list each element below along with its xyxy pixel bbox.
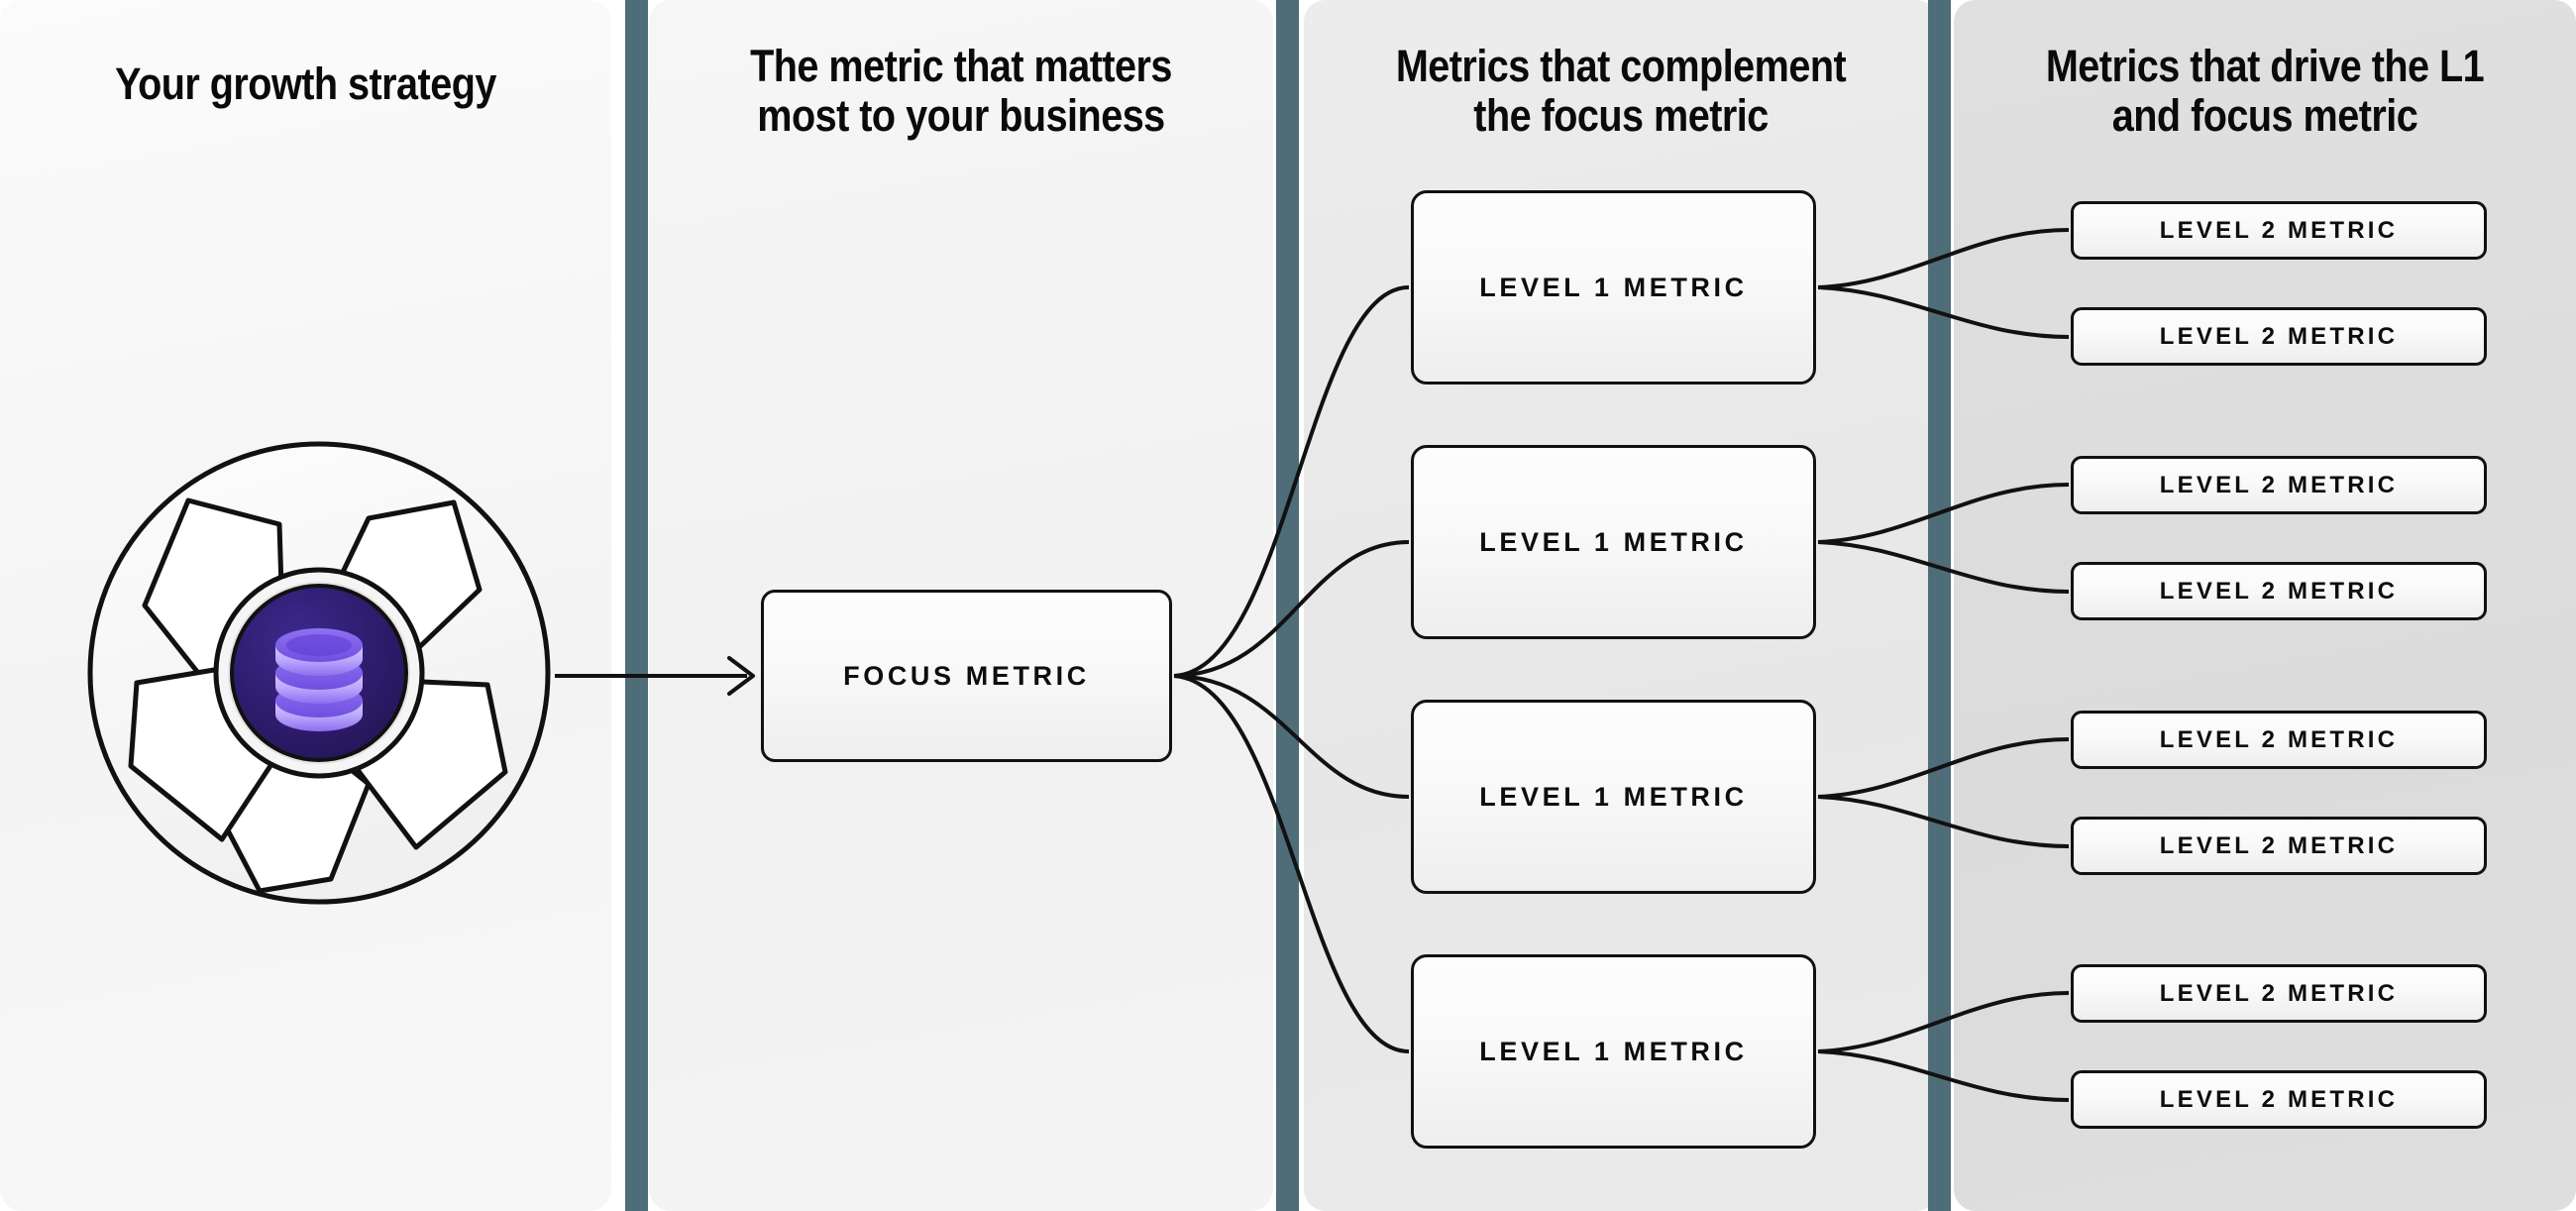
node-level1-metric-1[interactable]: LEVEL 1 METRIC <box>1411 190 1816 385</box>
node-level2-metric-2[interactable]: LEVEL 2 METRIC <box>2071 307 2487 366</box>
node-level1-metric-3[interactable]: LEVEL 1 METRIC <box>1411 700 1816 894</box>
node-level2-metric-7[interactable]: LEVEL 2 METRIC <box>2071 964 2487 1023</box>
column-separator-2 <box>1276 0 1299 1211</box>
node-level1-metric-4[interactable]: LEVEL 1 METRIC <box>1411 954 1816 1149</box>
column-title-focus-metric: The metric that matters most to your bus… <box>750 41 1172 142</box>
column-separator-3 <box>1928 0 1951 1211</box>
node-level2-metric-4[interactable]: LEVEL 2 METRIC <box>2071 562 2487 620</box>
column-separator-1 <box>625 0 648 1211</box>
column-title-driver-metrics: Metrics that drive the L1 and focus metr… <box>2045 41 2485 142</box>
node-level2-metric-1[interactable]: LEVEL 2 METRIC <box>2071 201 2487 260</box>
node-level2-metric-5[interactable]: LEVEL 2 METRIC <box>2071 711 2487 769</box>
column-title-growth-strategy: Your growth strategy <box>115 58 496 109</box>
node-level2-metric-8[interactable]: LEVEL 2 METRIC <box>2071 1070 2487 1129</box>
node-focus-metric[interactable]: FOCUS METRIC <box>761 590 1172 762</box>
node-level2-metric-6[interactable]: LEVEL 2 METRIC <box>2071 817 2487 875</box>
node-level2-metric-3[interactable]: LEVEL 2 METRIC <box>2071 456 2487 514</box>
node-level1-metric-2[interactable]: LEVEL 1 METRIC <box>1411 445 1816 639</box>
column-title-complement-metrics: Metrics that complement the focus metric <box>1395 41 1847 142</box>
aperture-database-icon <box>87 441 551 905</box>
